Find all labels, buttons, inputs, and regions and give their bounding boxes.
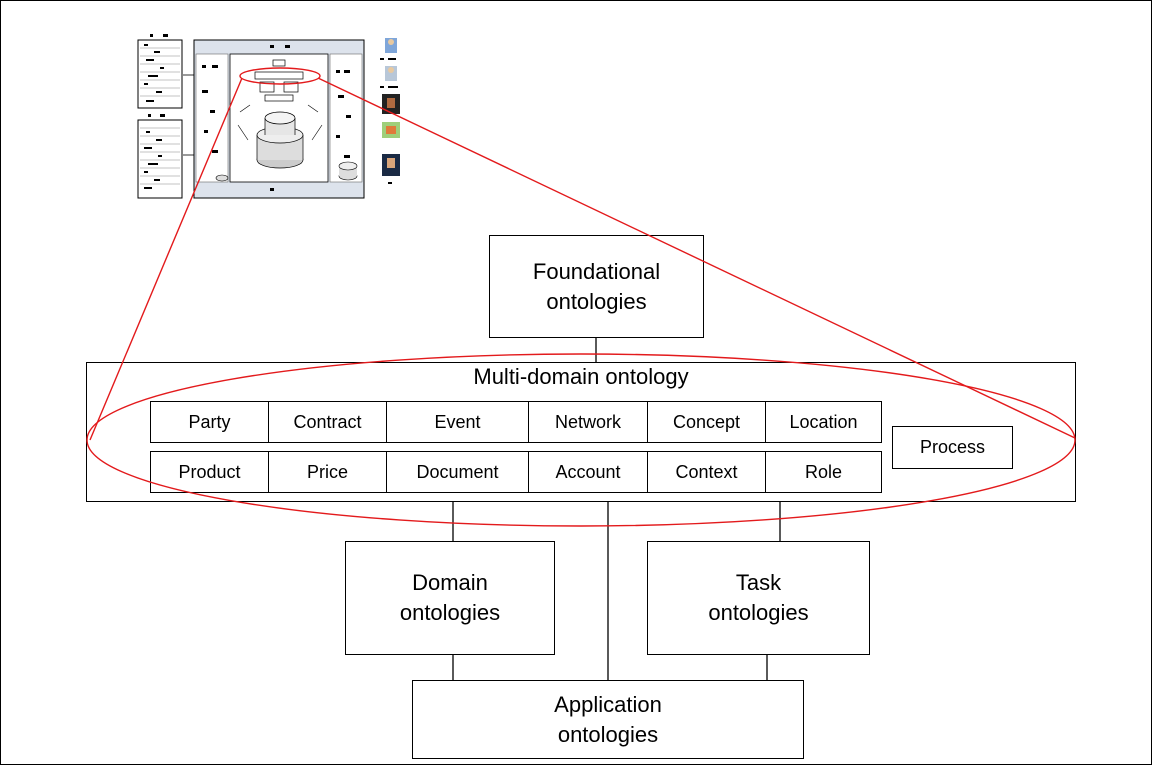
concept-account: Account	[528, 451, 648, 493]
domain-ontologies-box: Domain ontologies	[345, 541, 555, 655]
concept-location: Location	[765, 401, 882, 443]
concept-party: Party	[150, 401, 269, 443]
concept-network: Network	[528, 401, 648, 443]
concept-concept: Concept	[647, 401, 766, 443]
application-ontologies-box: Application ontologies	[412, 680, 804, 759]
concept-context: Context	[647, 451, 766, 493]
concept-product: Product	[150, 451, 269, 493]
foundational-ontologies-box: Foundational ontologies	[489, 235, 704, 338]
concept-event: Event	[386, 401, 529, 443]
concept-contract: Contract	[268, 401, 387, 443]
concept-role: Role	[765, 451, 882, 493]
task-ontologies-box: Task ontologies	[647, 541, 870, 655]
concept-price: Price	[268, 451, 387, 493]
concept-process: Process	[892, 426, 1013, 469]
multi-domain-ontology-title: Multi-domain ontology	[473, 364, 689, 389]
concept-document: Document	[386, 451, 529, 493]
architecture-thumbnail	[137, 34, 400, 199]
